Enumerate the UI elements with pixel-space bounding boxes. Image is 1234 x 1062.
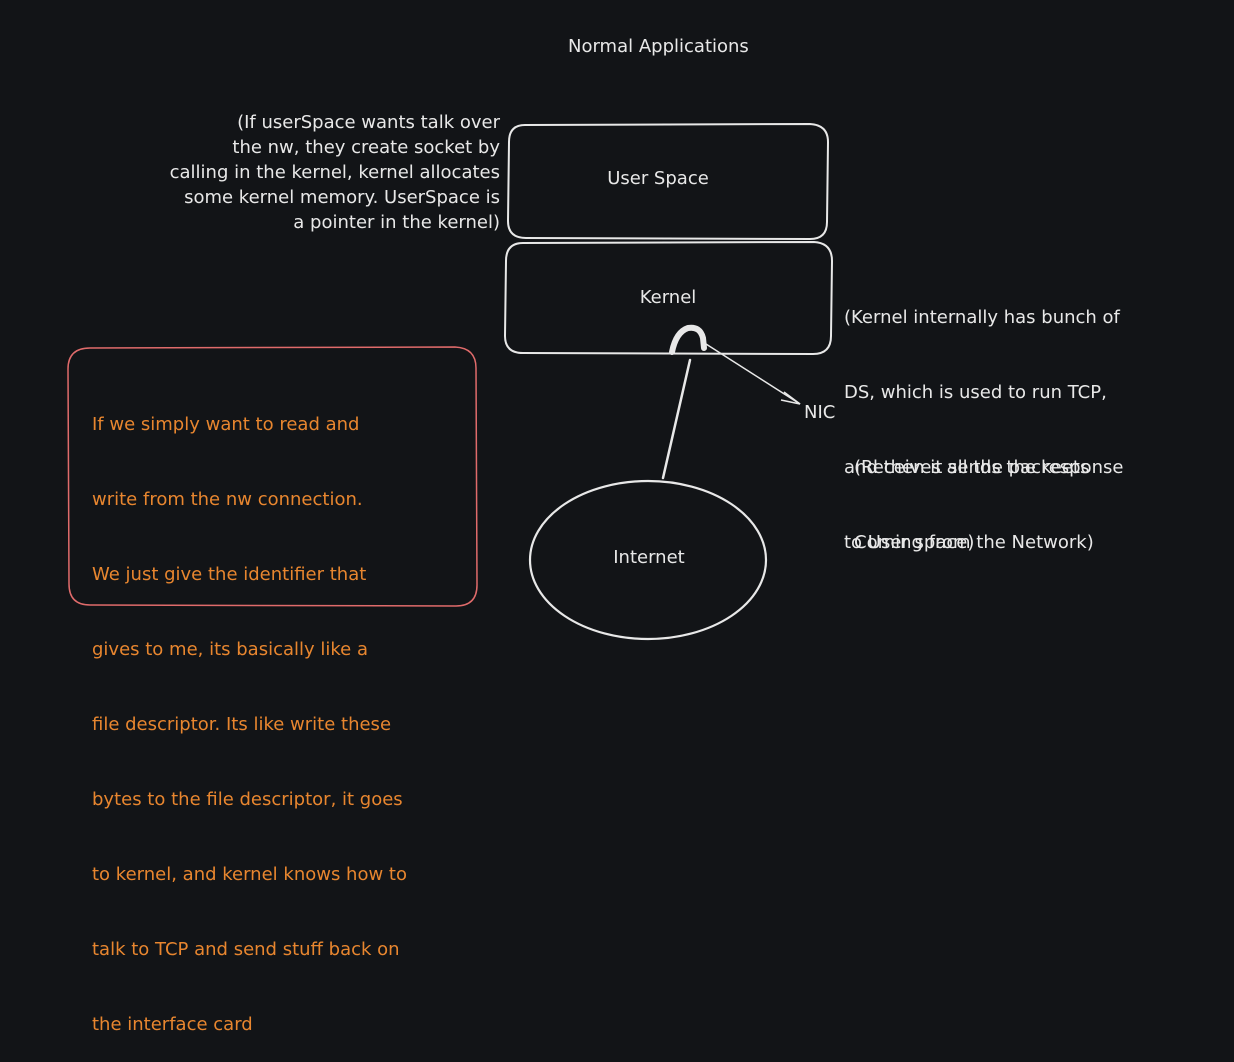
nic-note-line: Coming from the Network) [854,532,1094,553]
file-descriptor-note-line: bytes to the file descriptor, it goes [92,789,403,810]
kernel-note-line: (Kernel internally has bunch of [844,307,1120,328]
userspace-note-line: calling in the kernel, kernel allocates [169,162,500,183]
kernel-to-nic-arrow [705,343,801,405]
user-space-box[interactable] [506,122,830,241]
file-descriptor-note: If we simply want to read and write from… [92,362,407,1062]
user-space-label: User Space [607,168,709,189]
file-descriptor-note-line: If we simply want to read and [92,414,360,435]
nic-note-line: (Receives all the packeets [854,457,1090,478]
diagram-canvas [67,122,834,641]
userspace-note-line: a pointer in the kernel) [293,212,500,233]
userspace-note-line: (If userSpace wants talk over [237,112,500,133]
file-descriptor-note-line: talk to TCP and send stuff back on [92,939,400,960]
file-descriptor-note-line: We just give the identifier that [92,564,367,585]
kernel-note-line: and then it sends the response [844,457,1124,478]
file-descriptor-note-line: to kernel, and kernel knows how to [92,864,407,885]
file-descriptor-note-line: gives to me, its basically like a [92,639,369,660]
kernel-box[interactable] [503,240,834,356]
kernel-note: (Kernel internally has bunch of DS, whic… [844,255,1123,580]
file-descriptor-note-line: file descriptor. Its like write these [92,714,392,735]
nic-note: (Receives all the packeets Coming from t… [854,405,1094,580]
kernel-note-line: to User space) [844,532,975,553]
socket-hook-icon [669,324,707,355]
internet-label: Internet [613,547,685,568]
userspace-note-line: the nw, they create socket by [232,137,500,158]
kernel-note-line: DS, which is used to run TCP, [844,382,1107,403]
userspace-note-line: some kernel memory. UserSpace is [184,187,500,208]
orange-note-box[interactable] [67,346,478,607]
kernel-label: Kernel [639,287,697,308]
internet-ellipse[interactable] [528,479,768,641]
file-descriptor-note-line: the interface card [92,1014,253,1035]
userspace-note: (If userSpace wants talk over the nw, th… [110,110,500,235]
nic-arrowhead-icon [780,391,801,405]
file-descriptor-note-line: write from the nw connection. [92,489,363,510]
internet-to-kernel-arrow [661,358,692,480]
nic-label: NIC [804,402,836,423]
diagram-title: Normal Applications [568,36,749,57]
